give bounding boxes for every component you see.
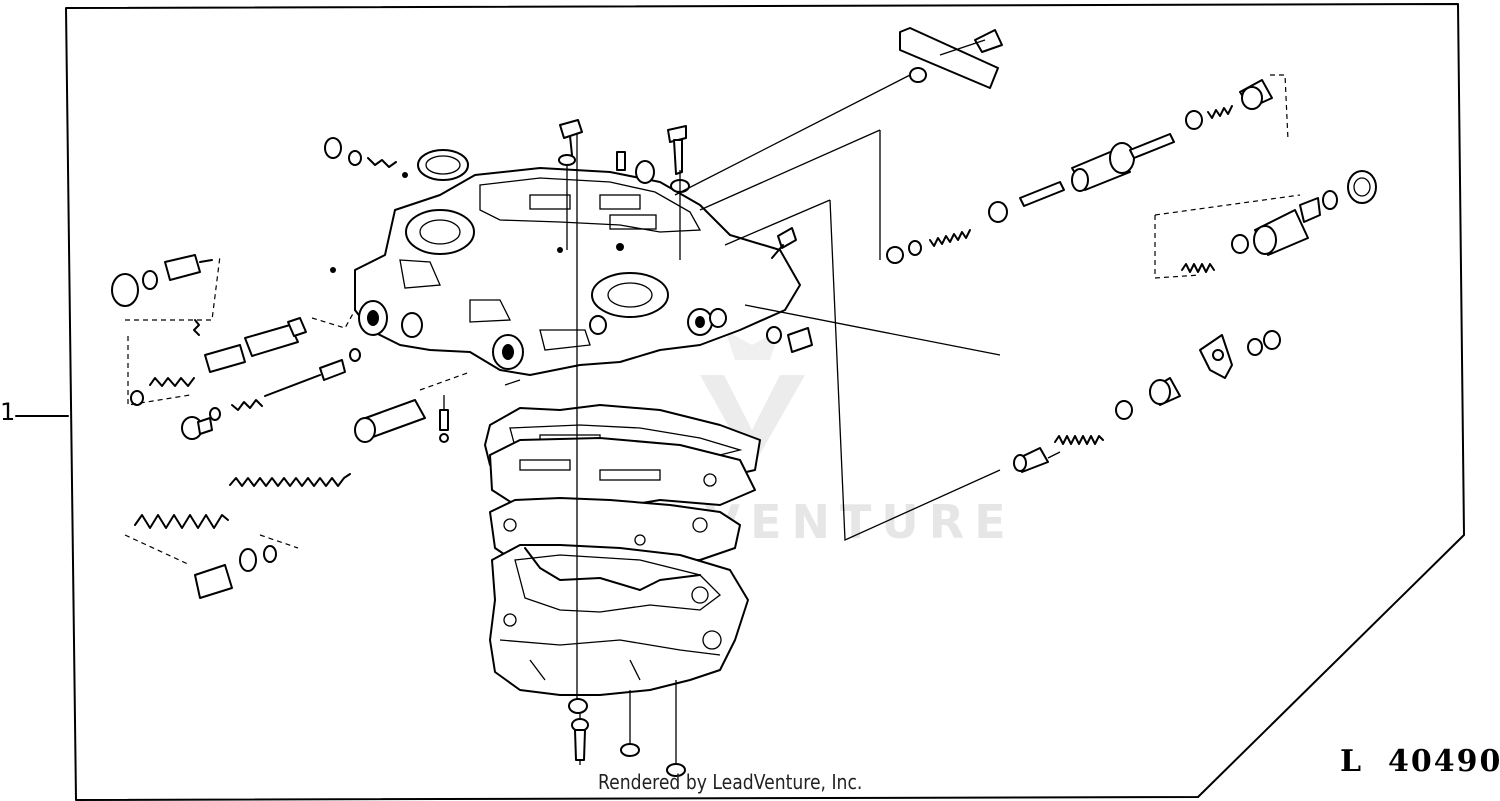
assembly-frame (65, 3, 1465, 801)
right-valve-train-middle (1154, 170, 1377, 279)
watermark-logo (700, 330, 805, 468)
bottom-fasteners (568, 698, 686, 777)
body-right-fasteners (504, 227, 813, 386)
left-valve-components (111, 254, 471, 599)
render-credit: Rendered by LeadVenture, Inc. (598, 770, 863, 794)
drawing-number: L 40490 (1340, 744, 1500, 779)
top-fasteners (324, 119, 690, 260)
callout-number: 1 (0, 398, 16, 426)
right-valve-train-upper (886, 74, 1289, 264)
valve-body-upper (330, 167, 801, 376)
bracket-plate (899, 27, 1003, 89)
leader-lines (674, 74, 1001, 541)
right-solenoid-train (1013, 330, 1281, 473)
valve-body-lower (489, 544, 749, 696)
